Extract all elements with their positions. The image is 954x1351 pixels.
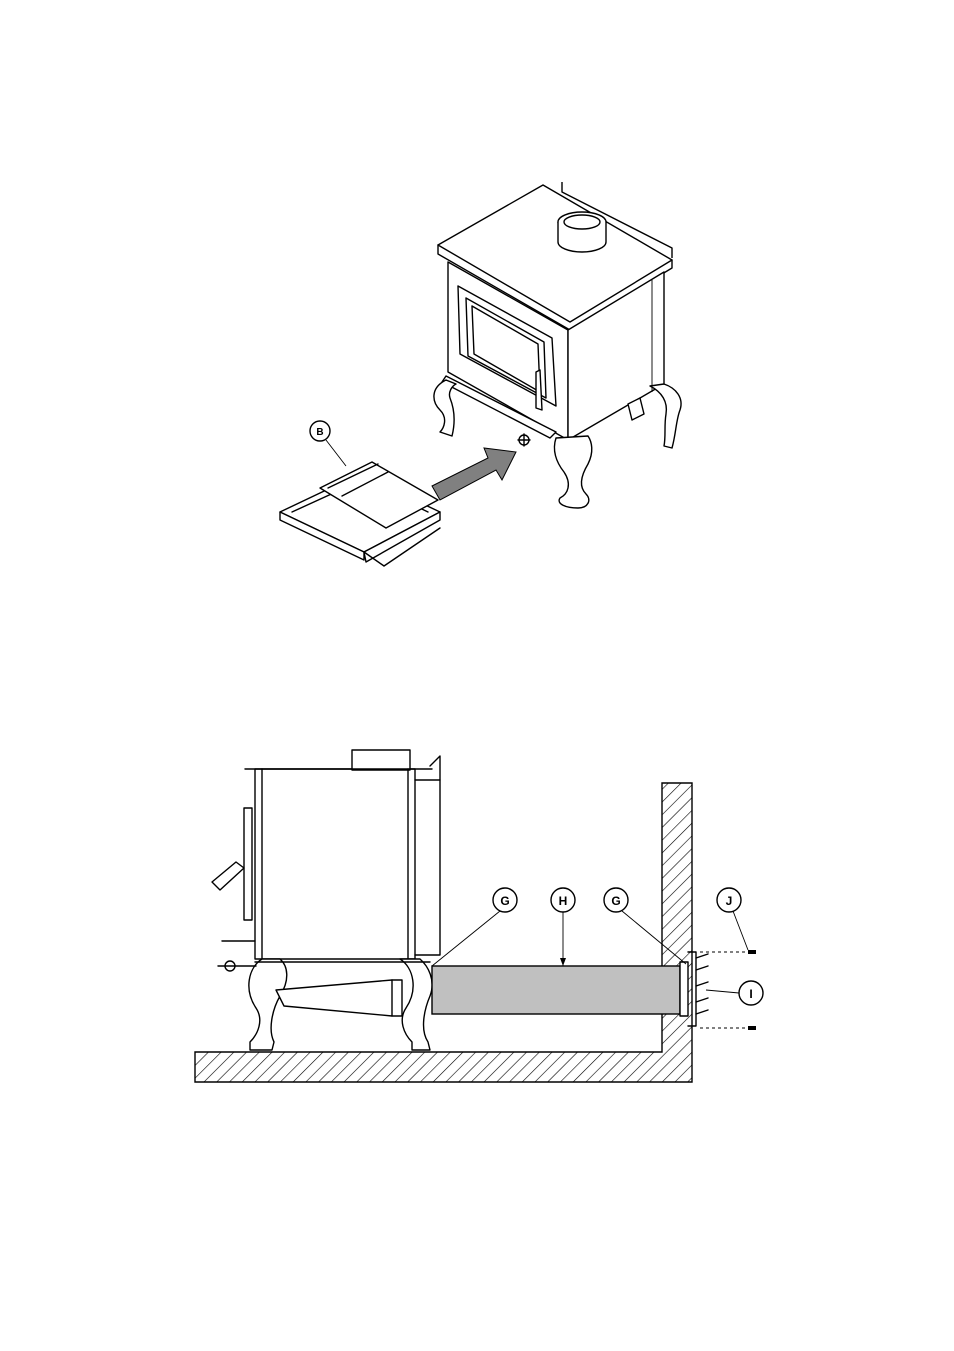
- handle-side: [212, 862, 244, 890]
- air-duct: [432, 966, 680, 1014]
- tray-knob: [518, 434, 530, 446]
- ash-tray: [280, 462, 440, 566]
- callout-i-label: I: [749, 987, 752, 1001]
- ash-pan-side: [276, 980, 392, 1016]
- callout-j-label: J: [726, 894, 733, 908]
- leg-front-side: [249, 959, 287, 1050]
- stove-leg-front-left: [434, 380, 456, 436]
- stove-leg-front-right: [554, 436, 591, 508]
- stove-leg-back-right: [650, 384, 681, 448]
- callout-b-label: B: [316, 427, 323, 438]
- callout-g-left-label: G: [500, 894, 509, 908]
- stove-body-side: [255, 769, 415, 959]
- callout-b: B: [310, 421, 346, 466]
- callout-i: I: [706, 981, 763, 1005]
- callout-h-label: H: [559, 894, 568, 908]
- insert-direction-arrow: [432, 448, 516, 500]
- installation-section-diagram: [195, 750, 756, 1082]
- leg-rear-side: [400, 959, 432, 1050]
- callout-j: J: [717, 888, 748, 950]
- callout-h: H: [551, 888, 575, 966]
- callout-g-left: G: [432, 888, 517, 966]
- callout-g-right-label: G: [611, 894, 620, 908]
- stove-isometric-diagram: [280, 182, 681, 566]
- flue-collar: [558, 212, 606, 252]
